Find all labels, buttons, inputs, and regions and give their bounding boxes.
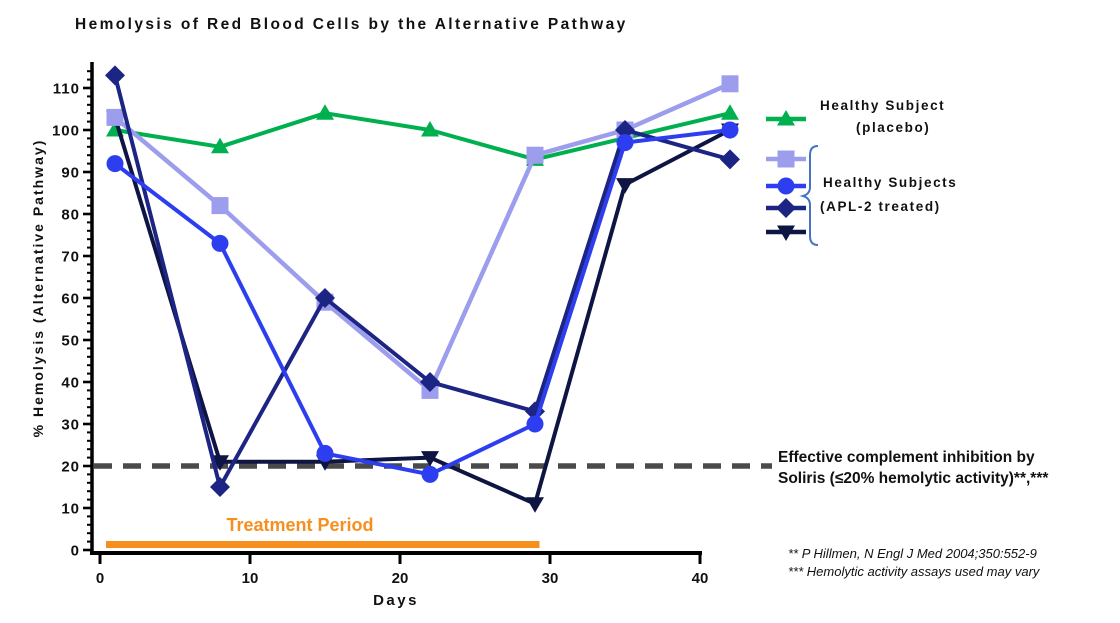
legend-label-treated: Healthy Subjects	[823, 175, 958, 190]
marker-triangle-up	[211, 137, 229, 154]
marker-triangle-down	[777, 225, 795, 241]
threshold-annotation: Effective complement inhibition by Solir…	[778, 447, 1048, 489]
y-tick-label: 60	[61, 291, 80, 308]
marker-triangle-up	[777, 110, 795, 126]
marker-triangle-down	[526, 497, 544, 513]
footnote-reference: ** P Hillmen, N Engl J Med 2004;350:552-…	[788, 546, 1037, 561]
marker-triangle-down	[616, 178, 634, 194]
x-tick-label: 30	[542, 570, 559, 587]
footnote-assays: *** Hemolytic activity assays used may v…	[788, 564, 1040, 579]
marker-square	[106, 108, 124, 126]
threshold-annotation-line1: Effective complement inhibition by	[778, 449, 1035, 466]
marker-circle	[777, 177, 795, 195]
footnotes: ** P Hillmen, N Engl J Med 2004;350:552-…	[788, 545, 1039, 581]
marker-circle	[421, 465, 439, 483]
legend-label-placebo-sub: (placebo)	[856, 120, 931, 135]
legend-label-treated-sub: (APL-2 treated)	[820, 199, 941, 214]
y-axis-title: % Hemolysis (Alternative Pathway)	[30, 138, 46, 438]
marker-triangle-up	[721, 104, 739, 120]
legend-label-placebo: Healthy Subject	[820, 98, 946, 113]
marker-triangle-up	[421, 121, 439, 137]
y-tick-label: 100	[52, 123, 80, 140]
threshold-annotation-line2: Soliris (≤20% hemolytic activity)**,***	[778, 470, 1049, 487]
marker-circle	[316, 444, 334, 462]
y-tick-label: 0	[71, 543, 80, 560]
marker-diamond	[210, 477, 230, 497]
y-tick-label: 50	[61, 333, 80, 350]
y-tick-label: 110	[53, 81, 80, 98]
marker-diamond	[420, 372, 440, 392]
marker-square	[211, 197, 229, 215]
y-tick-label: 10	[61, 501, 80, 518]
marker-square	[777, 150, 795, 168]
y-tick-label: 90	[61, 165, 80, 182]
y-tick-label: 40	[61, 375, 80, 392]
marker-diamond	[105, 65, 125, 86]
legend-bracket	[799, 145, 819, 246]
marker-circle	[106, 155, 124, 173]
x-tick-label: 40	[692, 570, 709, 587]
series-line-healthy-placebo	[114, 111, 731, 162]
x-axis-title: Days	[373, 592, 419, 609]
y-tick-label: 80	[61, 207, 80, 224]
marker-circle	[211, 234, 229, 252]
x-tick-label: 0	[96, 570, 104, 587]
marker-diamond	[776, 198, 796, 218]
marker-triangle-up	[316, 104, 334, 120]
marker-circle	[526, 415, 544, 433]
treatment-period-label: Treatment Period	[226, 515, 374, 535]
y-tick-label: 20	[61, 459, 80, 476]
marker-diamond	[315, 288, 335, 308]
marker-square	[526, 146, 544, 164]
marker-diamond	[720, 149, 740, 170]
marker-square	[721, 75, 739, 93]
x-tick-label: 10	[242, 570, 259, 587]
treatment-period-bar	[106, 541, 540, 548]
marker-triangle-down	[421, 451, 439, 467]
y-tick-label: 30	[61, 417, 80, 434]
marker-circle	[721, 121, 739, 139]
y-tick-label: 70	[61, 249, 80, 266]
x-tick-label: 20	[392, 570, 409, 587]
marker-diamond	[615, 120, 635, 140]
series-line-apl2-downtri	[113, 116, 731, 506]
marker-triangle-down	[211, 455, 229, 471]
chart-title: Hemolysis of Red Blood Cells by the Alte…	[75, 16, 628, 33]
marker-circle	[616, 134, 634, 152]
